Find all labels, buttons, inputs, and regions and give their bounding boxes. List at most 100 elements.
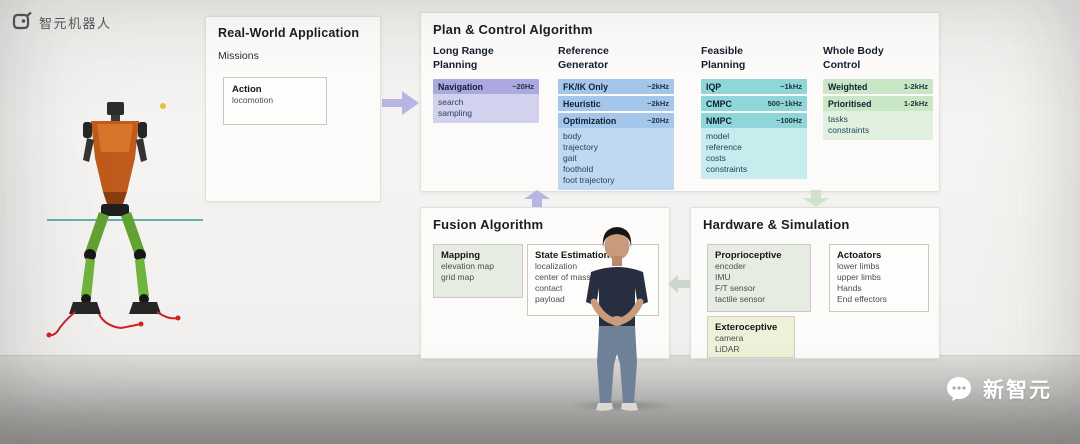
box-item: tactile sensor (715, 294, 766, 304)
box-name: Mapping (441, 250, 481, 261)
box-name: NMPC (706, 115, 732, 126)
box-item: upper limbs (837, 272, 881, 282)
nmpc-box: NMPC ~100Hz model reference costs constr… (701, 113, 807, 179)
box-item: foot trajectory (563, 175, 615, 185)
box-frequency: ~2kHz (647, 82, 669, 91)
heuristic-box: Heuristic ~2kHz (558, 96, 674, 111)
cmpc-box: CMPC 500~1kHz (701, 96, 807, 111)
box-frequency: 500~1kHz (767, 99, 802, 108)
section-label-feasible-planning: Feasible Planning (701, 45, 746, 71)
box-frequency: ~2kHz (647, 99, 669, 108)
arrow-fusion-to-plan (524, 190, 550, 207)
real-world-application-panel: Real-World Application Missions Action l… (205, 16, 381, 202)
iqp-box: IQP ~1kHz (701, 79, 807, 94)
panel-title: Hardware & Simulation (703, 217, 850, 232)
section-label-long-range-planning: Long Range Planning (433, 45, 494, 71)
box-item: body (563, 131, 582, 141)
arrow-hardware-to-fusion (668, 275, 690, 293)
stage-floor (0, 356, 1080, 444)
box-name: FK/IK Only (563, 81, 608, 92)
robot-legs (69, 212, 161, 314)
section-label-whole-body-control: Whole Body Control (823, 45, 884, 71)
box-item: trajectory (563, 142, 598, 152)
box-name: Navigation (438, 81, 483, 92)
plan-control-panel: Plan & Control Algorithm Long Range Plan… (420, 12, 940, 192)
robot-head (107, 102, 124, 121)
box-item: search (438, 97, 464, 107)
box-name: Weighted (828, 81, 868, 92)
box-item: encoder (715, 261, 746, 271)
box-name: Actoators (837, 250, 882, 261)
mapping-box: Mapping elevation map grid map (433, 244, 523, 298)
box-item: Hands (837, 283, 862, 293)
box-name: Optimization (563, 115, 617, 126)
box-item: F/T sensor (715, 283, 756, 293)
box-item: costs (706, 153, 726, 163)
box-item: center of mass (535, 272, 591, 282)
brand-name: 智元机器人 (39, 15, 112, 31)
box-item: constraints (706, 164, 748, 174)
presenter-jeans (597, 326, 637, 403)
box-name: Action (232, 84, 262, 95)
box-item: contact (535, 283, 563, 293)
presenter (586, 227, 648, 411)
optimization-box: Optimization ~20Hz body trajectory gait … (558, 113, 674, 190)
box-item: sampling (438, 108, 473, 118)
box-name: Heuristic (563, 98, 601, 109)
box-name: Exteroceptive (715, 322, 778, 333)
box-item: payload (535, 294, 565, 304)
exteroceptive-box: Exteroceptive camera LiDAR (707, 316, 795, 358)
navigation-box: Navigation ~20Hz search sampling (433, 79, 539, 123)
prioritised-box: Prioritised 1-2kHz tasks constraints (823, 96, 933, 140)
box-frequency: ~20Hz (647, 116, 669, 125)
box-item: tasks (828, 114, 848, 124)
box-item: LiDAR (715, 344, 740, 354)
presenter-head (602, 227, 632, 266)
hardware-simulation-panel: Hardware & Simulation Proprioceptive enc… (690, 207, 940, 359)
box-item: grid map (441, 272, 475, 282)
arrow-plan-to-hardware (803, 190, 829, 207)
box-name: Proprioceptive (715, 250, 782, 261)
box-frequency: ~100Hz (775, 116, 802, 125)
panel-title: Plan & Control Algorithm (433, 22, 593, 37)
box-frequency: ~20Hz (512, 82, 534, 91)
weighted-box: Weighted 1-2kHz (823, 79, 933, 94)
presenter-shirt (586, 267, 648, 326)
box-item: foothold (563, 164, 594, 174)
section-label-reference-generator: Reference Generator (558, 45, 609, 71)
robot-head-icon (12, 11, 32, 30)
box-frequency: ~1kHz (780, 82, 802, 91)
robot-marker-dot (160, 103, 166, 109)
robot-visualization (46, 102, 203, 338)
box-item: IMU (715, 272, 731, 282)
box-name: Prioritised (828, 98, 872, 109)
box-item: gait (563, 153, 577, 163)
robot-torso (83, 121, 147, 216)
box-name: State Estimation (535, 250, 610, 261)
fkik-only-box: FK/IK Only ~2kHz (558, 79, 674, 94)
missions-label: Missions (218, 50, 259, 62)
proprioceptive-box: Proprioceptive encoder IMU F/T sensor ta… (707, 244, 811, 312)
box-frequency: 1-2kHz (903, 99, 928, 108)
box-frequency: 1-2kHz (903, 82, 928, 91)
presenter-shoes (596, 403, 638, 411)
box-item: localization (535, 261, 578, 271)
brand-logo: 智元机器人 (10, 11, 112, 33)
panel-title: Fusion Algorithm (433, 217, 544, 232)
box-item: elevation map (441, 261, 494, 271)
arrow-realworld-to-plan (382, 91, 419, 115)
watermark-text: 新智元 (983, 379, 1052, 402)
box-item: End effectors (837, 294, 887, 304)
robot-cables (46, 311, 181, 338)
actuators-box: Actoators lower limbs upper limbs Hands … (829, 244, 929, 312)
action-box: Action locomotion (223, 77, 327, 125)
box-item: constraints (828, 125, 870, 135)
box-item: model (706, 131, 730, 141)
box-name: IQP (706, 81, 722, 92)
chat-bubble-icon (947, 377, 971, 401)
box-item: locomotion (232, 95, 274, 105)
box-item: camera (715, 333, 744, 343)
box-item: reference (706, 142, 742, 152)
box-name: CMPC (706, 98, 732, 109)
panel-title: Real-World Application (218, 26, 360, 40)
